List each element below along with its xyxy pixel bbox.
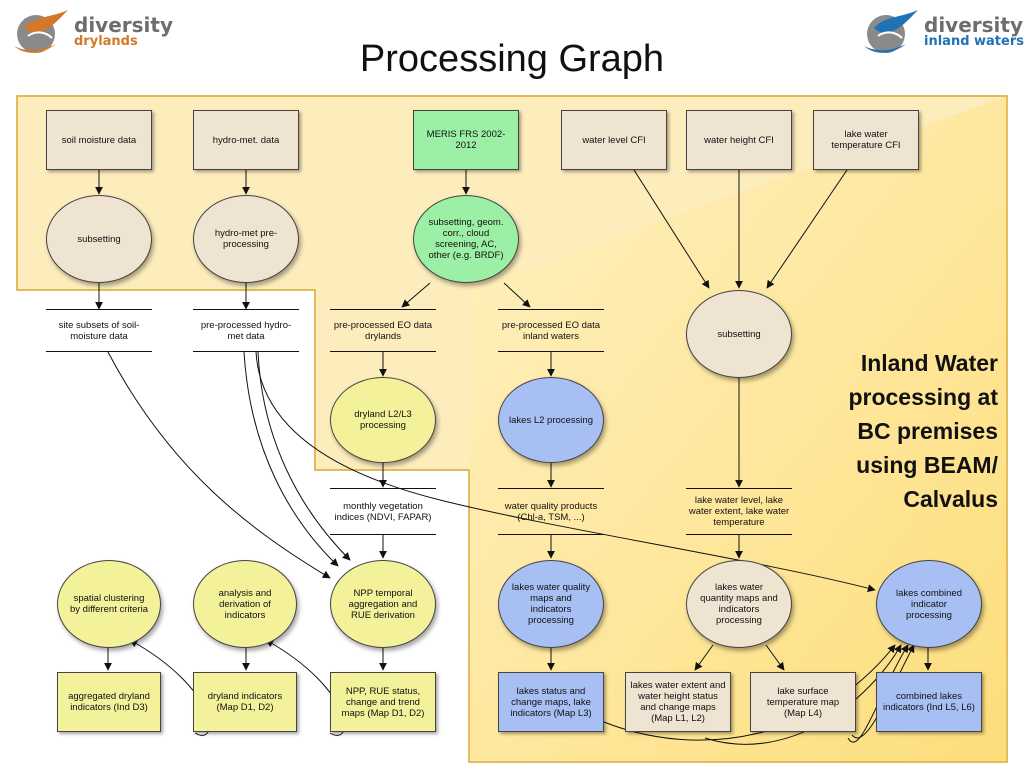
node-label: water quality products (Chl-a, TSM, ...) [504, 500, 598, 523]
node-npp-rue-status: NPP, RUE status, change and trend maps (… [330, 672, 436, 732]
inland-waters-bird-globe-icon [864, 10, 918, 53]
node-label: monthly vegetation indices (NDVI, FAPAR) [334, 500, 432, 523]
edge-temp-combined [847, 644, 909, 743]
node-dryland-indicators: dryland indicators (Map D1, D2) [193, 672, 297, 732]
node-meris-frs: MERIS FRS 2002-2012 [413, 110, 519, 170]
diversity-drylands-logo: diversity drylands [6, 6, 173, 58]
node-label: lakes status and change maps, lake indic… [510, 685, 592, 719]
node-lakes-quantity-processing: lakes water quantity maps and indicators… [686, 560, 792, 648]
node-label: pre-processed EO data inland waters [501, 319, 601, 342]
node-meris-preprocessing: subsetting, geom. corr., cloud screening… [413, 195, 519, 283]
node-hydro-met-preprocessing: hydro-met pre-processing [193, 195, 299, 283]
edge-site-npp [107, 351, 331, 579]
node-label: aggregated dryland indicators (Ind D3) [68, 691, 150, 713]
edge-lt-subset [766, 169, 848, 289]
node-label: hydro-met pre-processing [214, 228, 278, 250]
node-label: NPP temporal aggregation and RUE derivat… [348, 587, 418, 621]
store-preprocessed-hydro-met: pre-processed hydro-met data [193, 309, 299, 352]
node-lakes-extent-height-maps: lakes water extent and water height stat… [625, 672, 731, 732]
node-label: soil moisture data [61, 134, 137, 146]
node-water-height-cfi: water height CFI [686, 110, 792, 170]
node-label: water level CFI [582, 134, 646, 146]
inland-logo-line1: diversity [924, 13, 1023, 37]
slide-title: Processing Graph [359, 38, 665, 80]
store-preprocessed-eo-inland: pre-processed EO data inland waters [498, 309, 604, 352]
edge-hydro-npp-1 [243, 351, 339, 567]
edge-pre-drylands [401, 282, 431, 308]
store-water-quality-products: water quality products (Chl-a, TSM, ...) [498, 488, 604, 535]
edge-quantity-extent [694, 644, 714, 671]
node-label: pre-processed EO data drylands [333, 319, 433, 342]
node-label: pre-processed hydro-met data [200, 319, 292, 342]
node-label: subsetting [77, 233, 121, 245]
store-monthly-veg-indices: monthly vegetation indices (NDVI, FAPAR) [330, 488, 436, 535]
inland-waters-region [469, 96, 1007, 762]
node-label: subsetting, geom. corr., cloud screening… [428, 217, 504, 261]
drylands-bird-globe-icon [14, 10, 68, 53]
edge-pre-inland [503, 282, 531, 308]
drylands-logo-line1: diversity [74, 13, 173, 37]
edge-quantity-temp [765, 644, 785, 671]
node-label: lake surface temperature map (Map L4) [766, 685, 840, 719]
node-label: MERIS FRS 2002-2012 [426, 129, 506, 151]
node-combined-lakes-indicators: combined lakes indicators (Ind L5, L6) [876, 672, 982, 732]
node-subsetting-soil: subsetting [46, 195, 152, 283]
node-lake-surface-temperature-map: lake surface temperature map (Map L4) [750, 672, 856, 732]
node-label: lakes L2 processing [509, 414, 593, 426]
inland-logo-line2: inland waters [924, 34, 1024, 49]
node-lakes-wq-maps-processing: lakes water quality maps and indicators … [498, 560, 604, 648]
node-label: spatial clustering by different criteria [70, 593, 148, 615]
node-label: dryland L2/L3 processing [354, 409, 412, 431]
node-lakes-l2: lakes L2 processing [498, 377, 604, 463]
node-lakes-combined-processing: lakes combined indicator processing [876, 560, 982, 648]
node-label: lakes water quality maps and indicators … [511, 582, 591, 626]
node-label: lakes water extent and water height stat… [630, 680, 726, 724]
store-site-subsets: site subsets of soil-moisture data [46, 309, 152, 352]
node-label: site subsets of soil-moisture data [58, 319, 140, 342]
node-analysis-indicators: analysis and derivation of indicators [193, 560, 297, 648]
node-hydro-met-data: hydro-met. data [193, 110, 299, 170]
node-label: hydro-met. data [212, 134, 280, 146]
node-lake-water-temperature-cfi: lake water temperature CFI [813, 110, 919, 170]
inland-water-processing-note: Inland Water processing at BC premises u… [848, 350, 998, 512]
drylands-logo-line2: drylands [74, 34, 138, 49]
node-subsetting-lakes: subsetting [686, 290, 792, 378]
edge-hydro-npp-2 [257, 351, 351, 561]
region-outline [16, 95, 1008, 763]
diversity-inland-waters-logo: diversity inland waters [856, 6, 1024, 58]
node-label: water height CFI [704, 134, 774, 146]
node-water-level-cfi: water level CFI [561, 110, 667, 170]
store-lake-water-level: lake water level, lake water extent, lak… [686, 488, 792, 535]
node-label: lakes combined indicator processing [895, 587, 962, 621]
node-dryland-l2l3: dryland L2/L3 processing [330, 377, 436, 463]
node-label: subsetting [717, 328, 761, 340]
node-label: combined lakes indicators (Ind L5, L6) [883, 691, 975, 713]
edge-status-combined [603, 644, 896, 741]
node-soil-moisture-data: soil moisture data [46, 110, 152, 170]
node-npp-temporal: NPP temporal aggregation and RUE derivat… [330, 560, 436, 648]
node-label: NPP, RUE status, change and trend maps (… [341, 685, 425, 719]
node-spatial-clustering: spatial clustering by different criteria [57, 560, 161, 648]
node-aggregated-dryland-indicators: aggregated dryland indicators (Ind D3) [57, 672, 161, 732]
node-label: lakes water quantity maps and indicators… [700, 582, 778, 626]
node-label: dryland indicators (Map D1, D2) [207, 691, 283, 713]
node-lakes-status-change-maps: lakes status and change maps, lake indic… [498, 672, 604, 732]
store-preprocessed-eo-drylands: pre-processed EO data drylands [330, 309, 436, 352]
edge-wl-subset [633, 169, 710, 289]
node-label: analysis and derivation of indicators [218, 587, 272, 621]
node-label: lake water temperature CFI [831, 129, 901, 151]
node-label: lake water level, lake water extent, lak… [688, 495, 790, 528]
